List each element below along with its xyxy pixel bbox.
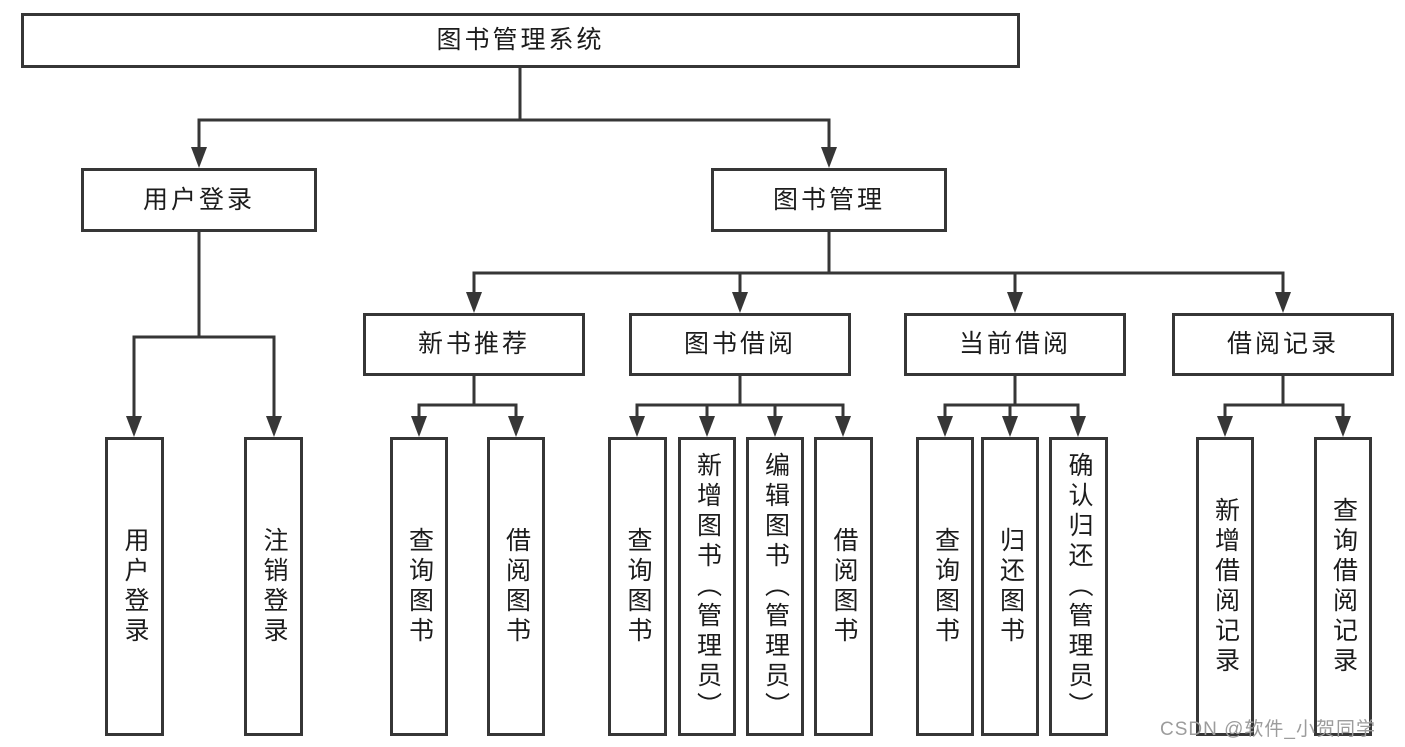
node-book-borrowing-label: 图书借阅 [683, 330, 796, 358]
leaf-return-books-label: 归还图书 [996, 526, 1025, 647]
node-root: 图书管理系统 [21, 13, 1020, 68]
arrow-icon [732, 292, 748, 313]
leaf-borrow-books-recommend: 借阅图书 [487, 437, 545, 736]
leaf-query-books-current-label: 查询图书 [931, 526, 960, 647]
connector-borrow-record [1223, 374, 1345, 420]
arrow-icon [1217, 416, 1233, 437]
arrow-icon [835, 416, 851, 437]
arrow-icon [191, 147, 207, 168]
leaf-confirm-return-admin-label: 确认归还（管理员） [1065, 451, 1093, 722]
arrow-icon [767, 416, 783, 437]
arrow-icon [937, 416, 953, 437]
arrow-icon [126, 416, 142, 437]
node-book-management: 图书管理 [711, 168, 947, 232]
node-new-book-recommend-label: 新书推荐 [417, 330, 530, 358]
node-borrowing-records-label: 借阅记录 [1226, 330, 1339, 358]
node-user-login: 用户登录 [81, 168, 317, 232]
leaf-user-login: 用户登录 [105, 437, 164, 736]
node-current-borrowing: 当前借阅 [904, 313, 1126, 376]
node-root-label: 图书管理系统 [436, 26, 605, 54]
arrow-icon [1007, 292, 1023, 313]
connector-book-borrow [635, 374, 845, 420]
leaf-add-books-admin-label: 新增图书（管理员） [693, 451, 722, 722]
leaf-query-books-recommend: 查询图书 [390, 437, 448, 736]
arrow-icon [1335, 416, 1351, 437]
node-book-borrowing: 图书借阅 [629, 313, 851, 376]
arrow-icon [508, 416, 524, 437]
connector-new-book [417, 374, 518, 420]
leaf-logout: 注销登录 [244, 437, 303, 736]
leaf-add-borrow-record-label: 新增借阅记录 [1211, 496, 1240, 677]
leaf-query-books-borrow-label: 查询图书 [624, 526, 652, 647]
leaf-confirm-return-admin: 确认归还（管理员） [1049, 437, 1108, 736]
node-current-borrowing-label: 当前借阅 [958, 330, 1071, 358]
leaf-borrow-books-label: 借阅图书 [830, 526, 858, 647]
leaf-query-borrow-record-label: 查询借阅记录 [1329, 496, 1358, 677]
connector-root [197, 66, 831, 151]
arrow-icon [266, 416, 282, 437]
leaf-borrow-books: 借阅图书 [814, 437, 873, 736]
arrow-icon [1002, 416, 1018, 437]
arrow-icon [821, 147, 837, 168]
node-user-login-label: 用户登录 [142, 185, 255, 214]
node-borrowing-records: 借阅记录 [1172, 313, 1394, 376]
connector-current-borrow [943, 374, 1080, 420]
arrow-icon [1275, 292, 1291, 313]
leaf-query-borrow-record: 查询借阅记录 [1314, 437, 1372, 736]
arrow-icon [629, 416, 645, 437]
node-book-management-label: 图书管理 [772, 185, 885, 214]
leaf-edit-books-admin-label: 编辑图书（管理员） [761, 451, 790, 722]
leaf-borrow-books-recommend-label: 借阅图书 [502, 526, 531, 647]
leaf-user-login-label: 用户登录 [121, 526, 149, 647]
arrow-icon [699, 416, 715, 437]
leaf-logout-label: 注销登录 [260, 526, 288, 647]
leaf-edit-books-admin: 编辑图书（管理员） [746, 437, 804, 736]
arrow-icon [466, 292, 482, 313]
leaf-return-books: 归还图书 [981, 437, 1039, 736]
arrow-icon [411, 416, 427, 437]
leaf-query-books-recommend-label: 查询图书 [405, 526, 434, 647]
arrow-icon [1070, 416, 1086, 437]
csdn-watermark: CSDN @软件_小贺同学 [1160, 719, 1376, 740]
leaf-add-borrow-record: 新增借阅记录 [1196, 437, 1254, 736]
leaf-add-books-admin: 新增图书（管理员） [678, 437, 736, 736]
connector-book-mgmt [472, 230, 1285, 296]
connector-user-login [132, 230, 276, 420]
leaf-query-books-borrow: 查询图书 [608, 437, 667, 736]
leaf-query-books-current: 查询图书 [916, 437, 974, 736]
node-new-book-recommend: 新书推荐 [363, 313, 585, 376]
